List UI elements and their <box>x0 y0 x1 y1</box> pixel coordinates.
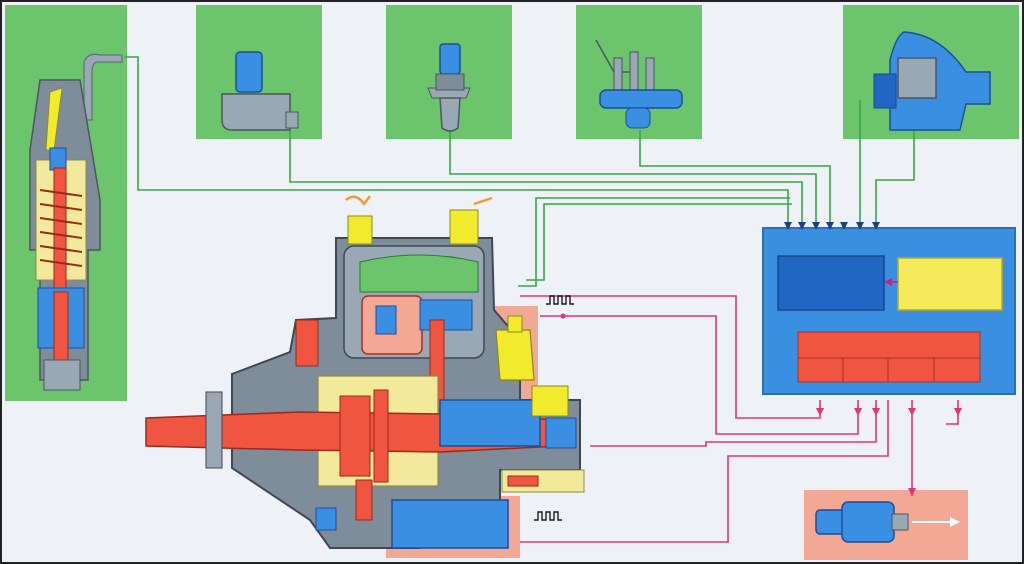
ecu-control-unit <box>763 228 1015 394</box>
ecu-memory-block <box>898 258 1002 310</box>
ecu-output-drivers <box>798 358 980 382</box>
ecu-output-stage <box>798 332 980 358</box>
ecu-processor-block <box>778 256 884 310</box>
